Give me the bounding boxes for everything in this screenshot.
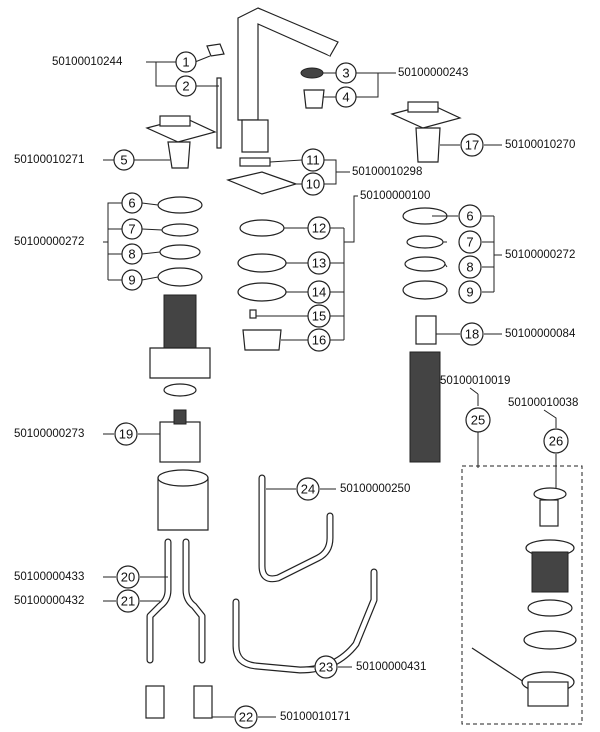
svg-text:7: 7	[466, 235, 473, 250]
svg-text:18: 18	[465, 327, 479, 342]
hose-23	[232, 568, 378, 674]
left-valve-body	[149, 294, 211, 531]
code-21: 50100000432	[14, 595, 84, 607]
svg-text:2: 2	[182, 79, 189, 94]
right-rings	[402, 207, 448, 300]
svg-text:9: 9	[128, 273, 135, 288]
hose-24	[258, 474, 334, 583]
svg-text:19: 19	[119, 427, 133, 442]
svg-text:8: 8	[128, 247, 135, 262]
callout-13: 13	[307, 251, 331, 275]
callout-22: 22	[234, 705, 258, 729]
code-23: 50100000431	[356, 661, 426, 673]
code-6-9-right: 50100000272	[505, 249, 575, 261]
svg-text:11: 11	[306, 153, 320, 168]
code-22: 50100010171	[280, 711, 350, 723]
hoses-20-21	[146, 538, 206, 664]
callout-16: 16	[307, 328, 331, 352]
callout-7-left: 7	[121, 218, 143, 240]
code-20: 50100000433	[14, 571, 84, 583]
svg-text:1: 1	[182, 55, 189, 70]
callout-1: 1	[175, 51, 197, 73]
part-codes: 50100010244 50100000243 50100010271 5010…	[14, 56, 578, 723]
callout-9-left: 9	[121, 269, 143, 291]
svg-text:12: 12	[312, 221, 326, 236]
code-5: 50100010271	[14, 154, 84, 166]
callout-12: 12	[307, 216, 331, 240]
code-6-9-left: 50100000272	[14, 236, 84, 248]
code-12-16: 50100000100	[360, 190, 430, 202]
left-handle	[145, 43, 225, 169]
svg-text:13: 13	[312, 256, 326, 271]
callout-26: 26	[543, 428, 569, 454]
left-rings	[157, 196, 203, 287]
callout-24: 24	[296, 477, 320, 501]
code-25: 50100010019	[440, 375, 510, 387]
callout-20: 20	[116, 565, 140, 589]
svg-text:6: 6	[466, 209, 473, 224]
callout-8-left: 8	[121, 243, 143, 265]
code-10-11: 50100010298	[352, 166, 422, 178]
connectors-22	[145, 685, 213, 719]
code-24: 50100000250	[340, 483, 410, 495]
svg-text:4: 4	[342, 90, 349, 105]
callout-15: 15	[307, 304, 331, 328]
svg-text:26: 26	[549, 434, 563, 449]
callout-3: 3	[335, 62, 357, 84]
callout-25: 25	[465, 407, 491, 433]
callout-19: 19	[114, 422, 138, 446]
callout-10: 10	[301, 172, 325, 196]
svg-text:22: 22	[239, 710, 253, 725]
code-1-2: 50100010244	[52, 56, 123, 68]
svg-text:10: 10	[306, 177, 320, 192]
callout-2: 2	[175, 75, 197, 97]
code-18: 50100000084	[505, 328, 576, 340]
callout-6-left: 6	[121, 192, 143, 214]
svg-text:6: 6	[128, 196, 135, 211]
svg-text:14: 14	[312, 285, 326, 300]
callout-11: 11	[301, 148, 325, 172]
svg-text:15: 15	[312, 309, 326, 324]
drain-group-box	[461, 465, 583, 725]
svg-text:8: 8	[466, 260, 473, 275]
code-26: 50100010038	[508, 397, 578, 409]
svg-text:25: 25	[471, 413, 485, 428]
callout-23: 23	[314, 655, 338, 679]
aerator	[300, 67, 325, 109]
center-parts	[226, 157, 298, 351]
callout-8-right: 8	[458, 255, 482, 279]
right-handle	[390, 101, 462, 163]
callout-21: 21	[116, 589, 140, 613]
callout-4: 4	[335, 86, 357, 108]
callout-14: 14	[307, 280, 331, 304]
svg-text:16: 16	[312, 333, 326, 348]
svg-text:23: 23	[319, 660, 333, 675]
right-valve-body	[409, 315, 441, 463]
svg-text:5: 5	[120, 153, 127, 168]
code-19: 50100000273	[14, 428, 84, 440]
svg-text:24: 24	[301, 482, 315, 497]
drain-parts	[471, 487, 577, 707]
callout-7-right: 7	[458, 230, 482, 254]
svg-text:21: 21	[121, 594, 135, 609]
callout-5: 5	[113, 149, 135, 171]
leader-lines	[103, 55, 557, 718]
svg-text:7: 7	[128, 222, 135, 237]
callout-18: 18	[460, 322, 484, 346]
svg-text:3: 3	[342, 66, 349, 81]
svg-text:20: 20	[121, 570, 135, 585]
code-3-4: 50100000243	[398, 67, 468, 79]
callout-17: 17	[460, 133, 484, 157]
spout	[237, 7, 339, 153]
svg-text:17: 17	[465, 138, 479, 153]
callouts: 1 2 3 4 5 6 7 8 9 10 11 12 13 14 15 16 1…	[113, 51, 569, 729]
callout-6-right: 6	[458, 204, 482, 228]
svg-text:9: 9	[466, 285, 473, 300]
code-17: 50100010270	[505, 139, 575, 151]
callout-9-right: 9	[458, 280, 482, 304]
